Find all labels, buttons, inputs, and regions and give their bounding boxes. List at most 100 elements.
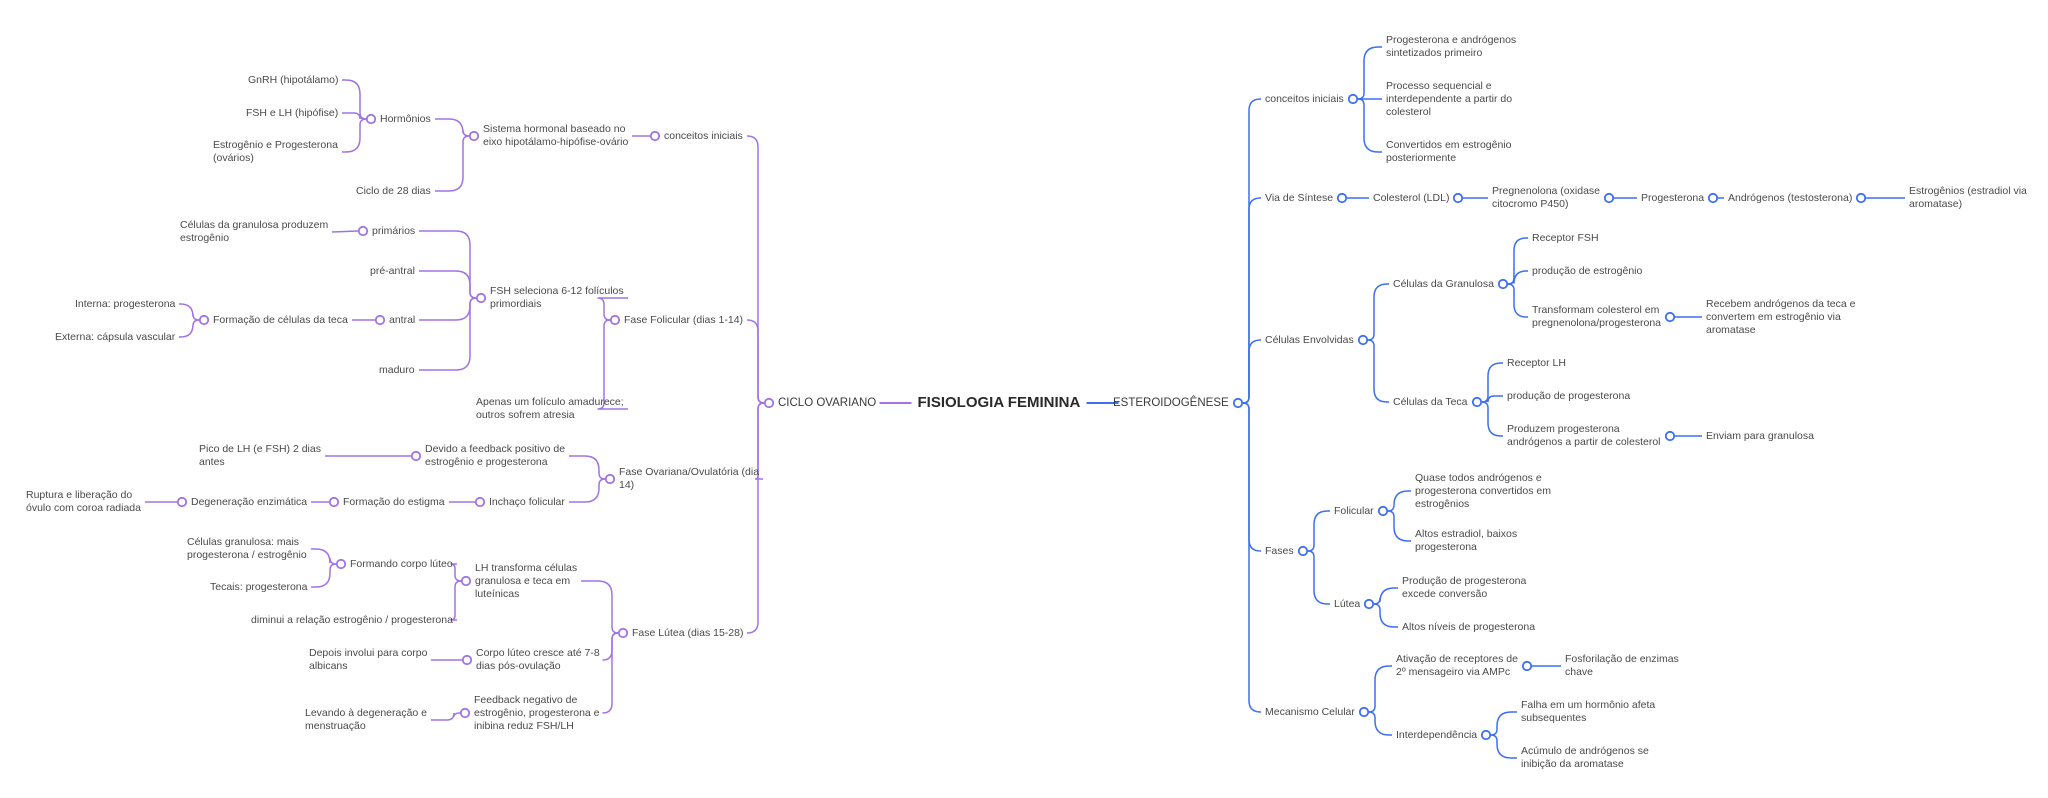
node-colesterol-ldl[interactable]: Colesterol (LDL) [1373, 191, 1450, 204]
node-gnrh-hipotalamo[interactable]: GnRH (hipotálamo) [248, 73, 339, 86]
node-handle-L-3-0 [460, 575, 472, 587]
node-androgenos-testosterona[interactable]: Andrógenos (testosterona) [1728, 191, 1853, 204]
node-degeneracao-enzimatica[interactable]: Degeneração enzimática [191, 495, 308, 508]
node-inchaco-folicular[interactable]: Inchaço folicular [489, 495, 565, 508]
node-corpo-luteo-cresce-ate-7-8-dias-pos-ovul[interactable]: Corpo lúteo cresce até 7-8 dias pós-ovul… [476, 647, 600, 672]
node-handle-R-1-0-0 [1603, 192, 1615, 204]
connector-R-4-0 [1368, 665, 1392, 713]
node-enviam-para-granulosa[interactable]: Enviam para granulosa [1706, 429, 1814, 442]
node-progesterona-e-androgenos-sintetizados-p[interactable]: Progesterona e andrógenos sintetizados p… [1386, 34, 1517, 59]
node-estrogenio-e-progesterona-ovarios[interactable]: Estrogênio e Progesterona (ovários) [213, 139, 338, 164]
connector-R-2-1 [1367, 339, 1389, 403]
node-devido-a-feedback-positivo-de-estrogenio[interactable]: Devido a feedback positivo de estrogênio… [425, 443, 566, 468]
node-handle-L-0-0-0 [365, 113, 377, 125]
node-primarios[interactable]: primários [372, 224, 416, 237]
node-transformam-colesterol-em-pregnenolona-p[interactable]: Transformam colesterol em pregnenolona/p… [1532, 304, 1662, 329]
node-diminui-a-relacao-estrogenio-progesteron[interactable]: diminui a relação estrogênio / progester… [251, 613, 453, 626]
node-interna-progesterona[interactable]: Interna: progesterona [75, 297, 176, 310]
node-formacao-de-celulas-da-teca[interactable]: Formação de células da teca [213, 313, 348, 326]
node-interdependencia[interactable]: Interdependência [1396, 728, 1478, 741]
connector-R-2-0-2 [1507, 283, 1528, 318]
node-producao-de-progesterona[interactable]: produção de progesterona [1507, 389, 1631, 402]
node-feedback-negativo-de-estrogenio-progeste[interactable]: Feedback negativo de estrogênio, progest… [474, 693, 600, 732]
node-via-de-sintese[interactable]: Via de Síntese [1265, 191, 1334, 204]
node-handle-L-2-1 [474, 496, 486, 508]
node-recebem-androgenos-da-teca-e-convertem-e[interactable]: Recebem andrógenos da teca e convertem e… [1706, 297, 1856, 336]
node-sistema-hormonal-baseado-no-eixo-hipotal[interactable]: Sistema hormonal baseado no eixo hipotál… [483, 123, 629, 148]
node-formacao-do-estigma[interactable]: Formação do estigma [343, 495, 445, 508]
node-receptor-fsh[interactable]: Receptor FSH [1532, 231, 1599, 244]
node-acumulo-de-androgenos-se-inibicao-da-aro[interactable]: Acúmulo de andrógenos se inibição da aro… [1521, 745, 1649, 770]
connector-L-1-0-2-0-0 [179, 303, 200, 321]
node-handle-L-0-0 [468, 130, 480, 142]
node-antral[interactable]: antral [389, 313, 416, 326]
node-esteroidogenese[interactable]: ESTEROIDOGÊNESE [1113, 397, 1229, 409]
node-depois-involui-para-corpo-albicans[interactable]: Depois involui para corpo albicans [309, 647, 428, 672]
node-lh-transforma-celulas-granulosa-e-teca-e[interactable]: LH transforma células granulosa e teca e… [475, 561, 578, 600]
connector-R-3 [1242, 402, 1261, 552]
node-fosforilacao-de-enzimas-chave[interactable]: Fosforilação de enzimas chave [1565, 653, 1679, 678]
node-altos-niveis-de-progesterona[interactable]: Altos níveis de progesterona [1402, 620, 1536, 633]
connector-R-2-0-1 [1507, 270, 1528, 285]
node-altos-estradiol-baixos-progesterona[interactable]: Altos estradiol, baixos progesterona [1415, 528, 1518, 553]
node-lutea[interactable]: Lútea [1334, 597, 1361, 610]
node-tecais-progesterona[interactable]: Tecais: progesterona [210, 580, 308, 593]
node-quase-todos-androgenos-e-progesterona-co[interactable]: Quase todos andrógenos e progesterona co… [1415, 471, 1551, 510]
node-produzem-progesterona-androgenos-a-parti[interactable]: Produzem progesterona andrógenos a parti… [1507, 423, 1661, 448]
node-fase-folicular-dias-1-14[interactable]: Fase Folicular (dias 1-14) [624, 313, 744, 326]
node-ciclo-de-28-dias[interactable]: Ciclo de 28 dias [356, 184, 431, 197]
node-estrogenios-estradiol-via-aromatase[interactable]: Estrogênios (estradiol via aromatase) [1909, 185, 2027, 210]
node-receptor-lh[interactable]: Receptor LH [1507, 356, 1566, 369]
node-fases[interactable]: Fases [1265, 544, 1294, 557]
node-handle-R-4-1 [1480, 729, 1492, 741]
node-ativacao-de-receptores-de-2-mensageiro-v[interactable]: Ativação de receptores de 2º mensageiro … [1396, 653, 1518, 678]
node-fsh-seleciona-6-12-foliculos-primordiais[interactable]: FSH seleciona 6-12 folículos primordiais [490, 285, 624, 310]
node-conceitos-iniciais[interactable]: conceitos iniciais [1265, 92, 1344, 105]
node-falha-em-um-hormonio-afeta-subsequentes[interactable]: Falha em um hormônio afeta subsequentes [1521, 699, 1656, 724]
node-mecanismo-celular[interactable]: Mecanismo Celular [1265, 705, 1355, 718]
node-processo-sequencial-e-interdependente-a-[interactable]: Processo sequencial e interdependente a … [1386, 79, 1513, 118]
node-handle-L-1-0-2-0 [198, 314, 210, 326]
node-ruptura-e-liberacao-do-ovulo-com-coroa-r[interactable]: Ruptura e liberação do óvulo com coroa r… [26, 489, 141, 514]
node-formando-corpo-luteo[interactable]: Formando corpo lúteo [350, 557, 453, 570]
node-producao-de-progesterona-excede-conversa[interactable]: Produção de progesterona excede conversã… [1402, 575, 1527, 600]
node-fsh-e-lh-hipofise[interactable]: FSH e LH (hipófise) [246, 106, 339, 119]
connector-R-4 [1242, 402, 1261, 713]
node-celulas-envolvidas[interactable]: Células Envolvidas [1265, 333, 1354, 346]
node-root[interactable]: FISIOLOGIA FEMININA [917, 394, 1081, 411]
connector-L-0-0-0-1 [342, 112, 367, 120]
node-handle-R-1 [1336, 192, 1348, 204]
node-producao-de-estrogenio[interactable]: produção de estrogênio [1532, 264, 1643, 277]
node-convertidos-em-estrogenio-posteriormente[interactable]: Convertidos em estrogênio posteriormente [1386, 139, 1512, 164]
node-apenas-um-foliculo-amadurece-outros-sofr[interactable]: Apenas um folículo amadurece; outros sof… [476, 396, 624, 421]
node-fase-lutea-dias-15-28[interactable]: Fase Lútea (dias 15-28) [632, 626, 744, 639]
connector-L-1-0-3 [419, 297, 477, 371]
node-celulas-da-granulosa-produzem-estrogenio[interactable]: Células da granulosa produzem estrogênio [180, 219, 329, 244]
node-handle-R-2-1 [1471, 396, 1483, 408]
node-fase-ovariana-ovulatoria-dia-14[interactable]: Fase Ovariana/Ovulatória (dia 14) [619, 466, 760, 491]
node-celulas-da-teca[interactable]: Células da Teca [1393, 395, 1468, 408]
node-celulas-da-granulosa[interactable]: Células da Granulosa [1393, 277, 1494, 290]
connector-L-3-2-0 [431, 712, 461, 721]
connector-R-1 [1242, 197, 1261, 404]
node-conceitos-iniciais[interactable]: conceitos iniciais [664, 129, 743, 142]
node-hormonios[interactable]: Hormônios [380, 112, 431, 125]
node-handle-R [1232, 397, 1244, 409]
node-celulas-granulosa-mais-progesterona-estr[interactable]: Células granulosa: mais progesterona / e… [187, 536, 307, 561]
connector-L-0-0-0 [435, 118, 470, 137]
connector-L-0-0-1 [435, 135, 470, 192]
node-pico-de-lh-e-fsh-2-dias-antes[interactable]: Pico de LH (e FSH) 2 dias antes [199, 443, 321, 468]
node-levando-a-degeneracao-e-menstruacao[interactable]: Levando à degeneração e menstruação [305, 707, 428, 732]
node-pre-antral[interactable]: pré-antral [370, 264, 415, 277]
node-progesterona[interactable]: Progesterona [1641, 191, 1705, 204]
node-ciclo-ovariano[interactable]: CICLO OVARIANO [778, 397, 877, 409]
node-handle-R-2-0-2 [1664, 311, 1676, 323]
node-maduro[interactable]: maduro [379, 363, 415, 376]
node-externa-capsula-vascular[interactable]: Externa: cápsula vascular [55, 330, 176, 343]
node-handle-L-1-0-2 [374, 314, 386, 326]
connector-R-2-0 [1367, 283, 1389, 341]
node-handle-R-3-1 [1363, 598, 1375, 610]
node-folicular[interactable]: Folicular [1334, 504, 1374, 517]
node-pregnenolona-oxidase-citocromo-p450[interactable]: Pregnenolona (oxidase citocromo P450) [1492, 185, 1600, 210]
